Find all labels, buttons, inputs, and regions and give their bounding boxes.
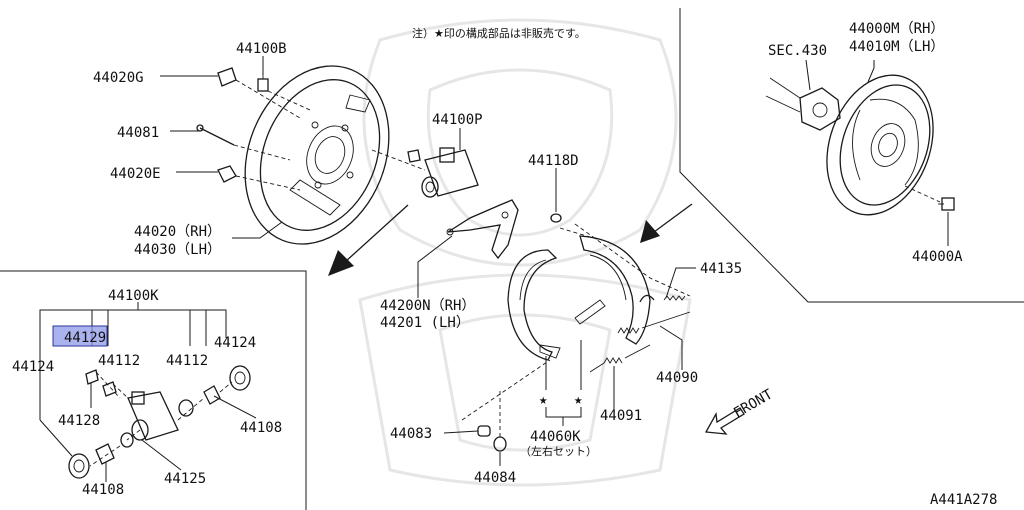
diagram-id: A441A278 [930,492,997,508]
label-44091: 44091 [600,408,642,424]
label-44010M-lh: 44010M（LH） [849,39,944,55]
seal-44112-b [120,432,134,448]
direction-arrow-right [640,203,693,243]
direction-arrow-left [328,204,409,276]
frames [0,8,1024,510]
label-44108-bottom: 44108 [82,482,124,498]
front-indicator: FRONT [704,386,776,435]
parking-lever-44200N [446,199,519,260]
nut-44020E [217,165,237,183]
watermark-emblem [358,18,692,487]
label-44081: 44081 [117,125,159,141]
wheel-cylinder-44100P [407,147,479,198]
label-44201-lh: 44201 (LH） [380,315,470,331]
spring-44090 [617,311,691,334]
star-mark-left: ★ [539,392,548,408]
boot-44124-right [229,365,251,391]
star-mark-right: ★ [574,392,583,408]
label-44083: 44083 [390,426,432,442]
label-44020E: 44020E [110,166,161,182]
plug-44020G [217,67,237,87]
label-44000A: 44000A [912,249,963,265]
label-44108-right: 44108 [240,420,282,436]
label-44100K: 44100K [108,288,159,304]
bolt-44100B [257,75,269,92]
cap-44129 [102,381,117,397]
piston-44112-a [178,399,194,417]
bleeder-44128 [85,369,99,385]
label-44020-rh: 44020（RH） [134,224,221,240]
leader-lines [90,56,949,482]
label-44125: 44125 [164,471,206,487]
sec430-plate [799,87,841,131]
label-44118D: 44118D [528,153,579,169]
bolt-44000A [938,197,955,211]
label-44112-a: 44112 [98,353,140,369]
spring-44091 [589,344,651,373]
label-44084: 44084 [474,470,516,486]
label-44020G: 44020G [93,70,144,86]
label-44200N-rh: 44200N（RH） [380,298,475,314]
pin-44083 [477,425,491,437]
brake-shoes-44060K [507,235,651,361]
front-label: FRONT [731,386,776,421]
label-44090: 44090 [656,370,698,386]
label-44124-right: 44124 [214,335,256,351]
selected-part-highlight[interactable] [52,325,108,347]
label-44112-b: 44112 [166,353,208,369]
label-44135: 44135 [700,261,742,277]
backing-plate-drawing [244,65,390,245]
cylinder-body-44125 [127,391,179,441]
label-44100P: 44100P [432,112,483,128]
washer-44118D [550,213,562,223]
note-text: 注）★印の構成部品は非販売です。 [412,26,586,40]
brake-assembly-44000M [826,74,934,216]
label-44124-left: 44124 [12,359,54,375]
spring-44135 [639,294,686,303]
label-sec430: SEC.430 [768,43,827,59]
label-44129: 44129 [64,330,106,346]
piston-44108-right [203,385,221,405]
spring-44081 [196,124,235,146]
label-44000M-rh: 44000M（RH） [849,21,944,37]
label-44060K: 44060K [530,429,581,445]
label-44030-lh: 44030（LH） [134,242,221,258]
piston-44108-bottom [95,443,115,465]
label-44128: 44128 [58,413,100,429]
label-44060K-set: （左右セット） [520,444,597,458]
boot-44124-left [68,453,90,479]
label-44100B: 44100B [236,41,287,57]
